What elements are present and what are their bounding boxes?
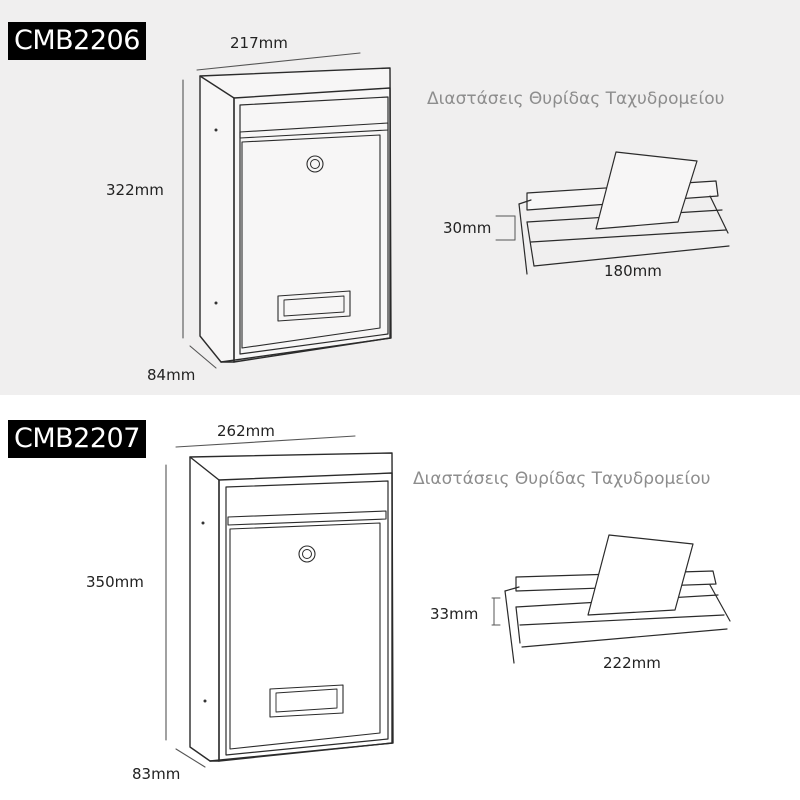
dimension-lines (165, 435, 356, 768)
mailbox-body (199, 67, 392, 363)
width-dimension: 217mm (230, 34, 288, 52)
lock-icon (306, 155, 324, 173)
dimension-lines (182, 52, 361, 369)
mailbox-body (189, 452, 394, 762)
slot-dimensions-caption: Διαστάσεις Θυρίδας Ταχυδρομείου (413, 469, 711, 489)
slot-detail-drawing (495, 151, 730, 275)
slot-dimensions-caption: Διαστάσεις Θυρίδας Ταχυδρομείου (427, 89, 725, 109)
product-panel-cmb2206: CMB2206 Διαστάσεις Θυρίδας Ταχυδρομείου … (0, 0, 800, 395)
model-label: CMB2207 (8, 420, 146, 458)
slot-width-dimension: 222mm (603, 654, 661, 672)
depth-dimension: 83mm (132, 765, 181, 783)
mailbox-drawing-cmb2207 (165, 435, 731, 768)
slot-width-dimension: 180mm (604, 262, 662, 280)
slot-height-dimension: 33mm (430, 605, 479, 623)
slot-height-dimension: 30mm (443, 219, 492, 237)
mailbox-drawing-cmb2206 (182, 52, 730, 369)
model-label: CMB2206 (8, 22, 146, 60)
lock-icon (298, 545, 316, 563)
height-dimension: 322mm (106, 181, 164, 199)
height-dimension: 350mm (86, 573, 144, 591)
slot-detail-drawing (491, 534, 731, 664)
width-dimension: 262mm (217, 422, 275, 440)
depth-dimension: 84mm (147, 366, 196, 384)
product-panel-cmb2207: CMB2207 Διαστάσεις Θυρίδας Ταχυδρομείου … (0, 395, 800, 800)
